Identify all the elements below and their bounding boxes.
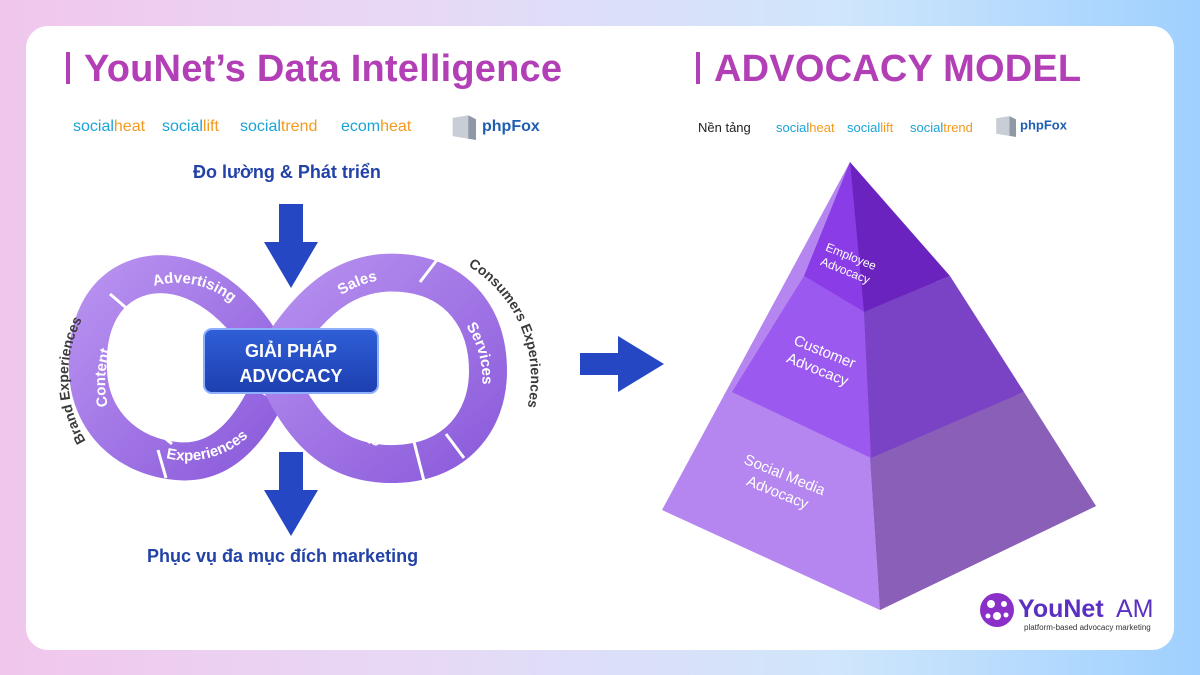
arrow-right [580,336,664,392]
platform-label: Nền tảng [698,120,751,135]
younet-am-logo: YouNet AM platform-based advocacy market… [980,593,1154,632]
bottom-caption: Phục vụ đa mục đích marketing [147,546,419,566]
main-card: YouNet’s Data Intelligence socialheat so… [26,26,1174,650]
logo-part: social [910,120,944,135]
logo-phpfox: phpFox [446,114,540,140]
logo-part: heat [380,118,412,135]
right-heading-text: ADVOCACY MODEL [714,48,1082,90]
heading-bar [66,52,70,84]
logo-socialtrend-small: socialtrend [910,120,973,135]
phpfox-icon [452,115,476,140]
logo-part: heat [809,120,835,135]
right-heading: ADVOCACY MODEL [696,48,1081,91]
logo-part: lift [202,118,219,135]
loop-separators [109,255,466,482]
logo-part: trend [943,120,973,135]
logo-part: phpFox [1020,117,1067,133]
center-box-line1: GIẢI PHÁP [245,340,337,361]
top-caption: Đo lường & Phát triển [193,162,381,182]
logo-socialheat-small: socialheat [776,120,835,135]
arrow-down-bottom [264,452,318,536]
logo-part: ecom [341,118,381,135]
logo-part: lift [880,120,894,135]
logo-part: social [240,118,281,135]
phpfox-icon [996,116,1016,137]
logo-part: heat [113,118,146,135]
advocacy-solution-box: GIẢI PHÁP ADVOCACY [203,328,379,394]
logo-sociallift-small: sociallift [847,120,893,135]
left-heading-text: YouNet’s Data Intelligence [84,48,563,90]
logo-part: social [847,120,881,135]
heading-bar [696,52,700,84]
younet-tagline: platform-based advocacy marketing [1024,623,1151,632]
logo-part: trend [280,118,318,135]
logo-ecomheat: ecomheat [341,118,411,136]
younet-name: YouNet [1018,595,1104,623]
pyramid-mid-right [864,276,1024,458]
left-heading: YouNet’s Data Intelligence [66,48,562,91]
logo-phpfox-small: phpFox [992,115,1067,137]
center-box-line2: ADVOCACY [239,366,342,386]
logo-part: social [73,118,114,135]
diagram-canvas: Advertising Content Experiences Sales Se… [55,162,1154,632]
pyramid-mid-left [732,276,871,458]
logo-socialtrend: socialtrend [240,118,317,136]
advocacy-pyramid: Employee Advocacy Customer Advocacy Soci… [662,162,1096,610]
younet-suffix: AM [1116,595,1154,623]
left-loop [68,255,283,481]
logo-sociallift: sociallift [162,118,219,136]
right-loop [248,253,508,484]
pyramid-bottom-right [871,392,1096,610]
arrow-down-top [264,204,318,288]
younet-logo-icon [980,593,1014,627]
logo-part: phpFox [482,118,540,136]
logo-part: social [162,118,203,135]
pyramid-top-left [804,162,864,312]
pyramid-top-right [850,162,950,312]
infinity-loop: Advertising Content Experiences Sales Se… [55,253,544,484]
center-box-bg [203,328,379,394]
logo-part: social [776,120,810,135]
logo-socialheat: socialheat [73,118,145,136]
